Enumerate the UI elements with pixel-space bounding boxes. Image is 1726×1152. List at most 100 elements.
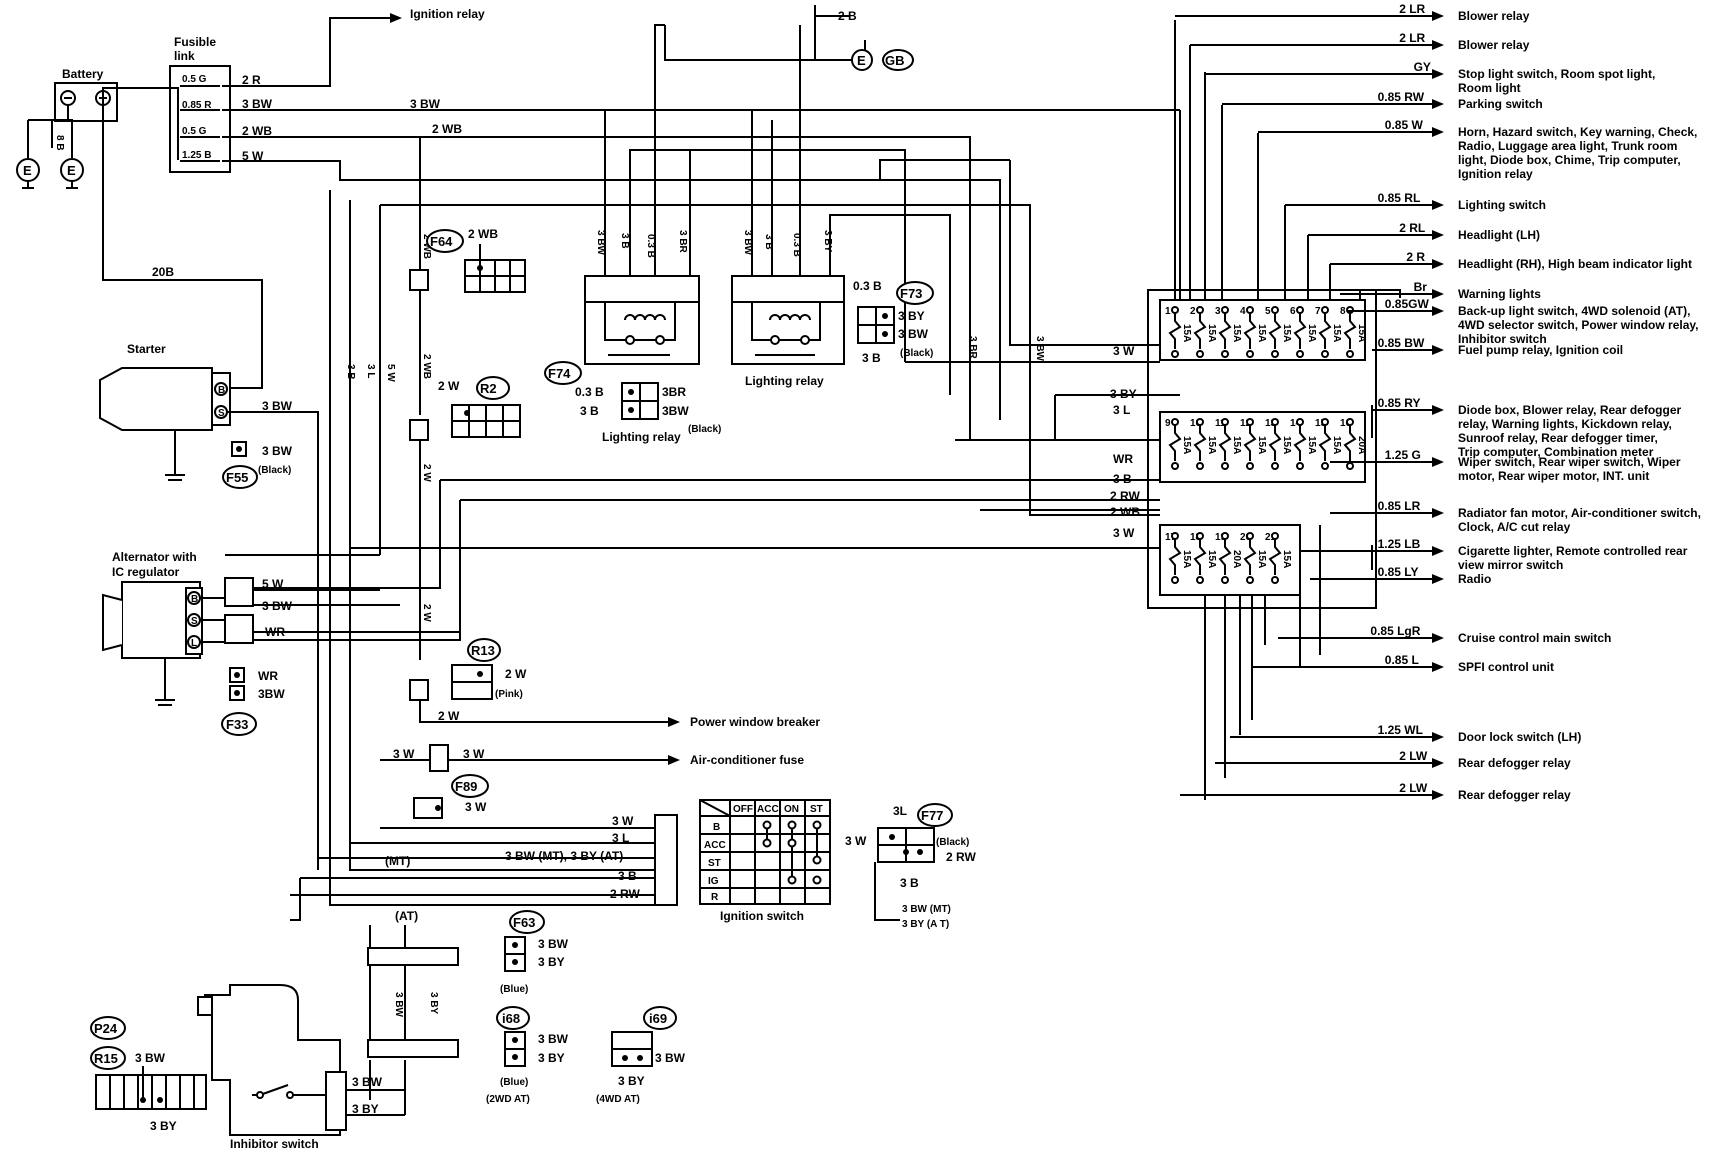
output-wire-label: 2 LR bbox=[1399, 2, 1425, 16]
fuse-number: 1 bbox=[1165, 306, 1171, 317]
fuse-number: 15 bbox=[1315, 418, 1327, 429]
fuse-amperage: 15A bbox=[1206, 436, 1217, 454]
output-16: 0.85 LY Radio bbox=[1310, 565, 1491, 586]
wire-3w-ac-b: 3 W bbox=[463, 747, 485, 761]
dest-power-window: Power window breaker bbox=[690, 715, 820, 729]
starter-label: Starter bbox=[127, 342, 166, 356]
fuse-20: 20 15A bbox=[1240, 532, 1267, 584]
vlabel-3bw-fb: 3 BW bbox=[1034, 336, 1045, 362]
ground-e-2: E bbox=[60, 148, 84, 189]
fuse-amperage: 15A bbox=[1256, 550, 1267, 568]
output-destination: Radio bbox=[1458, 572, 1491, 586]
fuse-number: 12 bbox=[1240, 418, 1252, 429]
fuse-number: 4 bbox=[1240, 306, 1246, 317]
fuse-number: 2 bbox=[1190, 306, 1196, 317]
wire-inh-bw: 3 BW bbox=[352, 1075, 383, 1089]
fuse-amperage: 15A bbox=[1206, 550, 1217, 568]
output-destination: light, Diode box, Chime, Trip computer, bbox=[1458, 153, 1681, 167]
fuse-number: 5 bbox=[1265, 306, 1271, 317]
svg-text:F73: F73 bbox=[900, 286, 922, 301]
dest-ignition-relay: Ignition relay bbox=[410, 7, 485, 21]
svg-text:R13: R13 bbox=[471, 643, 495, 658]
output-destination: SPFI control unit bbox=[1458, 660, 1554, 674]
fuse-amperage: 15A bbox=[1306, 324, 1317, 342]
ground-e-1: E bbox=[16, 120, 40, 189]
svg-text:(Pink): (Pink) bbox=[495, 689, 523, 700]
fuse-number: 7 bbox=[1315, 306, 1321, 317]
output-destination: Headlight (LH) bbox=[1458, 228, 1540, 242]
fuse-17: 17 15A bbox=[1165, 532, 1192, 584]
fuse-number: 17 bbox=[1165, 532, 1177, 543]
svg-text:3 B: 3 B bbox=[580, 404, 599, 418]
wire-3bw-main: 3 BW bbox=[410, 97, 441, 111]
output-destination: Sunroof relay, Rear defogger timer, bbox=[1458, 431, 1658, 445]
fuse-number: 20 bbox=[1240, 532, 1252, 543]
output-destination: Stop light switch, Room spot light, bbox=[1458, 67, 1655, 81]
output-destination: Ignition relay bbox=[1458, 167, 1533, 181]
fuse-amperage: 15A bbox=[1181, 550, 1192, 568]
svg-text:E: E bbox=[857, 53, 866, 68]
output-wire-label: 0.85 W bbox=[1385, 118, 1424, 132]
fusible-link: Fusible link 0.5 G 0.85 R 0.5 G 1.25 B bbox=[169, 35, 231, 173]
svg-text:(2WD AT): (2WD AT) bbox=[486, 1094, 530, 1105]
vlabel-3by-r2: 3 BY bbox=[822, 230, 833, 253]
vlabel-3b-r1: 3 B bbox=[619, 233, 630, 249]
output-destination: Horn, Hazard switch, Key warning, Check, bbox=[1458, 125, 1697, 139]
wire-2wb-main: 2 WB bbox=[432, 122, 462, 136]
inhibitor-switch-label: Inhibitor switch bbox=[230, 1137, 319, 1151]
svg-text:(Blue): (Blue) bbox=[500, 984, 528, 995]
svg-text:Alternator with: Alternator with bbox=[112, 550, 197, 564]
fuse-number: 14 bbox=[1290, 418, 1302, 429]
svg-text:P24: P24 bbox=[94, 1021, 118, 1036]
wire-wr-alt: WR bbox=[265, 625, 285, 639]
fuse-amperage: 15A bbox=[1181, 324, 1192, 342]
svg-text:F89: F89 bbox=[455, 779, 477, 794]
output-destination: view mirror switch bbox=[1458, 558, 1563, 572]
output-destination: Headlight (RH), High beam indicator ligh… bbox=[1458, 257, 1692, 271]
fuse-box bbox=[1147, 289, 1377, 609]
svg-text:3 W: 3 W bbox=[465, 800, 487, 814]
svg-text:ACC: ACC bbox=[757, 804, 779, 815]
output-wire-label: 0.85 RW bbox=[1378, 90, 1425, 104]
label-mt: (MT) bbox=[385, 854, 410, 868]
svg-text:ST: ST bbox=[708, 858, 721, 869]
output-wire-label: 2 LW bbox=[1399, 781, 1428, 795]
connector-i68: i68 3 BW 3 BY (Blue) (2WD AT) bbox=[486, 1006, 569, 1105]
fuse-amperage: 15A bbox=[1331, 324, 1342, 342]
svg-text:2 WB: 2 WB bbox=[468, 227, 498, 241]
svg-text:3L: 3L bbox=[893, 804, 907, 818]
output-destination: Trip computer, Combination meter bbox=[1458, 445, 1654, 459]
svg-text:i69: i69 bbox=[649, 1011, 667, 1026]
wire-2r: 2 R bbox=[242, 73, 261, 87]
fuse-1: 1 15A bbox=[1165, 306, 1192, 358]
fuse-number: 6 bbox=[1290, 306, 1296, 317]
wire-2b-gb: 2 B bbox=[838, 9, 857, 23]
vlabel-3l-left: 3 L bbox=[365, 364, 376, 378]
wire-2w-pw: 2 W bbox=[438, 709, 460, 723]
svg-text:3 B: 3 B bbox=[900, 876, 919, 890]
output-destination: Cigarette lighter, Remote controlled rea… bbox=[1458, 544, 1688, 558]
vlabel-2wb-2: 2 WB bbox=[421, 354, 432, 379]
svg-text:3 B: 3 B bbox=[862, 351, 881, 365]
fusible-link-label-2: link bbox=[174, 49, 195, 63]
wire-ign-st: 3 BW (MT), 3 BY (AT) bbox=[505, 849, 623, 863]
wire-2wb-fl: 2 WB bbox=[242, 124, 272, 138]
svg-text:F33: F33 bbox=[226, 717, 248, 732]
connector-f77: F77 3L 3 W (Black) 2 RW 3 B 3 BW (MT) 3 … bbox=[845, 803, 976, 930]
output-wire-label: 0.85 LY bbox=[1378, 565, 1419, 579]
output-destination: Back-up light switch, 4WD solenoid (AT), bbox=[1458, 304, 1690, 318]
svg-text:IC regulator: IC regulator bbox=[112, 565, 180, 579]
